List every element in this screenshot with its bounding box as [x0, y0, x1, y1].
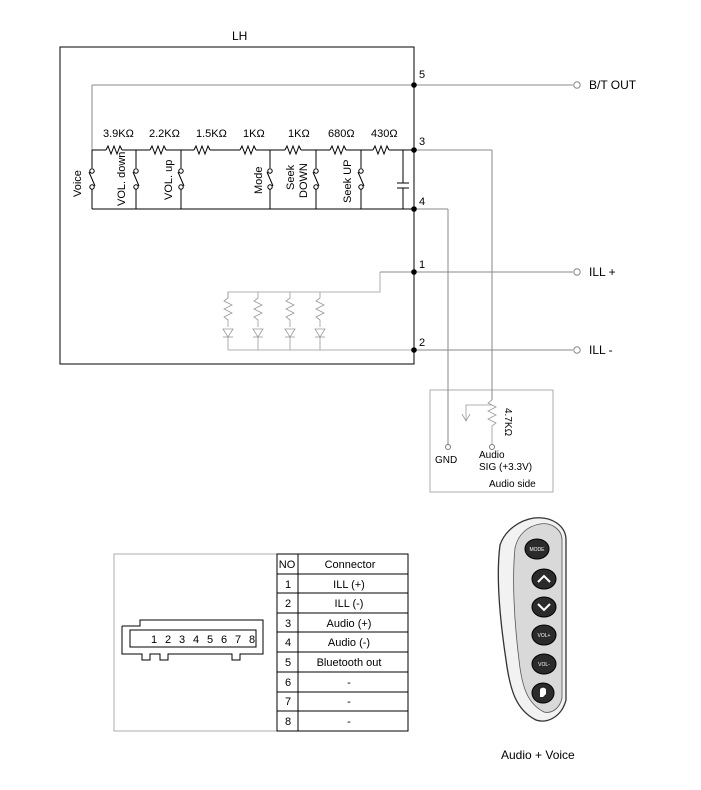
ground-arrow: [465, 404, 492, 420]
connector-pin: 7: [235, 634, 241, 646]
switch-label-vol-up: VOL. up: [163, 160, 175, 200]
resistor-3k9: [105, 144, 123, 156]
switch-voice: [88, 150, 96, 209]
vol-down-label: VOL-: [538, 662, 550, 668]
chevron-down-icon: [537, 603, 551, 612]
gnd-label: GND: [435, 455, 457, 466]
switch-label-vol-down: VOL. down: [116, 152, 128, 206]
resistor-4k7: [487, 399, 497, 447]
table-cell-name: ILL (+): [333, 579, 365, 591]
audio-side-label: Audio side: [489, 479, 536, 490]
mode-button-label: MODE: [530, 547, 546, 553]
switch-mode: [266, 150, 274, 209]
table-cell-no: 5: [285, 657, 291, 669]
bt-out-terminal: [573, 81, 581, 89]
remote-caption: Audio + Voice: [501, 748, 575, 762]
switch-vol-down: [132, 150, 140, 209]
vol-up-label: VOL+: [538, 633, 551, 639]
pin2-node: [411, 347, 417, 353]
table-cell-no: 6: [285, 677, 291, 689]
switch-label-seek: Seek: [285, 164, 297, 190]
switch-vol-up: [177, 150, 185, 209]
pin3-label: 3: [419, 136, 425, 148]
ill-minus-label: ILL -: [589, 343, 613, 357]
resistor-label: 680Ω: [328, 128, 355, 140]
seek-down-button[interactable]: [531, 596, 557, 618]
resistor-label: 2.2KΩ: [149, 128, 180, 140]
pin2-label: 2: [419, 337, 425, 349]
chevron-up-icon: [537, 574, 551, 583]
module-label: LH: [232, 29, 247, 43]
connector-pin: 2: [165, 634, 171, 646]
audio-terminal: [489, 444, 495, 450]
vol-down-button[interactable]: VOL-: [531, 653, 557, 675]
resistor-label: 3.9KΩ: [103, 128, 134, 140]
resistor-1k-a: [239, 144, 257, 156]
switch-label-seek-up: Seek UP: [342, 160, 354, 203]
resistor-label: 1KΩ: [288, 128, 310, 140]
table-cell-no: 8: [285, 716, 291, 728]
connector-pin: 3: [179, 634, 185, 646]
resistor-4k7-label: 4.7KΩ: [502, 408, 513, 437]
audio-sig-label: SIG (+3.3V): [479, 462, 532, 473]
resistor-430: [372, 144, 390, 156]
audio-label: Audio: [479, 450, 505, 461]
table-cell-name: Bluetooth out: [317, 657, 382, 669]
connector-pin: 5: [207, 634, 213, 646]
seek-up-button[interactable]: [531, 568, 557, 590]
table-cell-no: 1: [285, 579, 291, 591]
switch-seek-up: [357, 150, 365, 209]
ill-plus-label: ILL +: [589, 265, 616, 279]
gnd-terminal: [445, 444, 451, 450]
pin5-label: 5: [419, 69, 425, 81]
ill-minus-terminal: [573, 346, 581, 354]
switch-label-voice: Voice: [72, 170, 84, 197]
resistor-label: 430Ω: [371, 128, 398, 140]
table-cell-no: 4: [285, 637, 291, 649]
resistor-2k2: [149, 144, 167, 156]
table-cell-name: Audio (+): [327, 618, 372, 630]
resistor-1k5: [193, 144, 211, 156]
connector-pin: 6: [221, 634, 227, 646]
voice-button[interactable]: [531, 682, 555, 704]
switch-seek-down: [312, 150, 320, 209]
table-header-connector: Connector: [325, 559, 376, 571]
led-branch: [222, 292, 234, 350]
table-cell-name: ILL (-): [335, 598, 364, 610]
table-cell-name: -: [347, 716, 351, 728]
resistor-680: [329, 144, 347, 156]
connector-table: [276, 553, 409, 732]
bt-out-label: B/T OUT: [589, 78, 637, 92]
table-header-no: NO: [279, 559, 296, 571]
table-cell-name: -: [347, 696, 351, 708]
connector-pin: 4: [193, 634, 199, 646]
table-cell-name: Audio (-): [328, 637, 370, 649]
resistor-label: 1.5KΩ: [196, 128, 227, 140]
led-branch: [252, 292, 264, 350]
switch-label-mode: Mode: [253, 166, 265, 194]
vol-up-button[interactable]: VOL+: [531, 624, 557, 646]
pin1-label: 1: [419, 259, 425, 271]
led-branch: [284, 292, 296, 350]
connector-pin: 1: [151, 634, 157, 646]
table-cell-no: 2: [285, 598, 291, 610]
connector-pin: 8: [249, 634, 255, 646]
switch-label-down: DOWN: [298, 163, 310, 198]
ill-plus-terminal: [573, 268, 581, 276]
resistor-1k-b: [284, 144, 302, 156]
capacitor: [397, 150, 409, 209]
voice-icon: [540, 687, 546, 697]
mode-button[interactable]: MODE: [524, 538, 550, 560]
led-branch: [314, 292, 326, 350]
table-cell-no: 7: [285, 696, 291, 708]
resistor-label: 1KΩ: [243, 128, 265, 140]
table-cell-name: -: [347, 677, 351, 689]
pin4-label: 4: [419, 196, 425, 208]
table-cell-no: 3: [285, 618, 291, 630]
connector-housing: [121, 619, 264, 661]
